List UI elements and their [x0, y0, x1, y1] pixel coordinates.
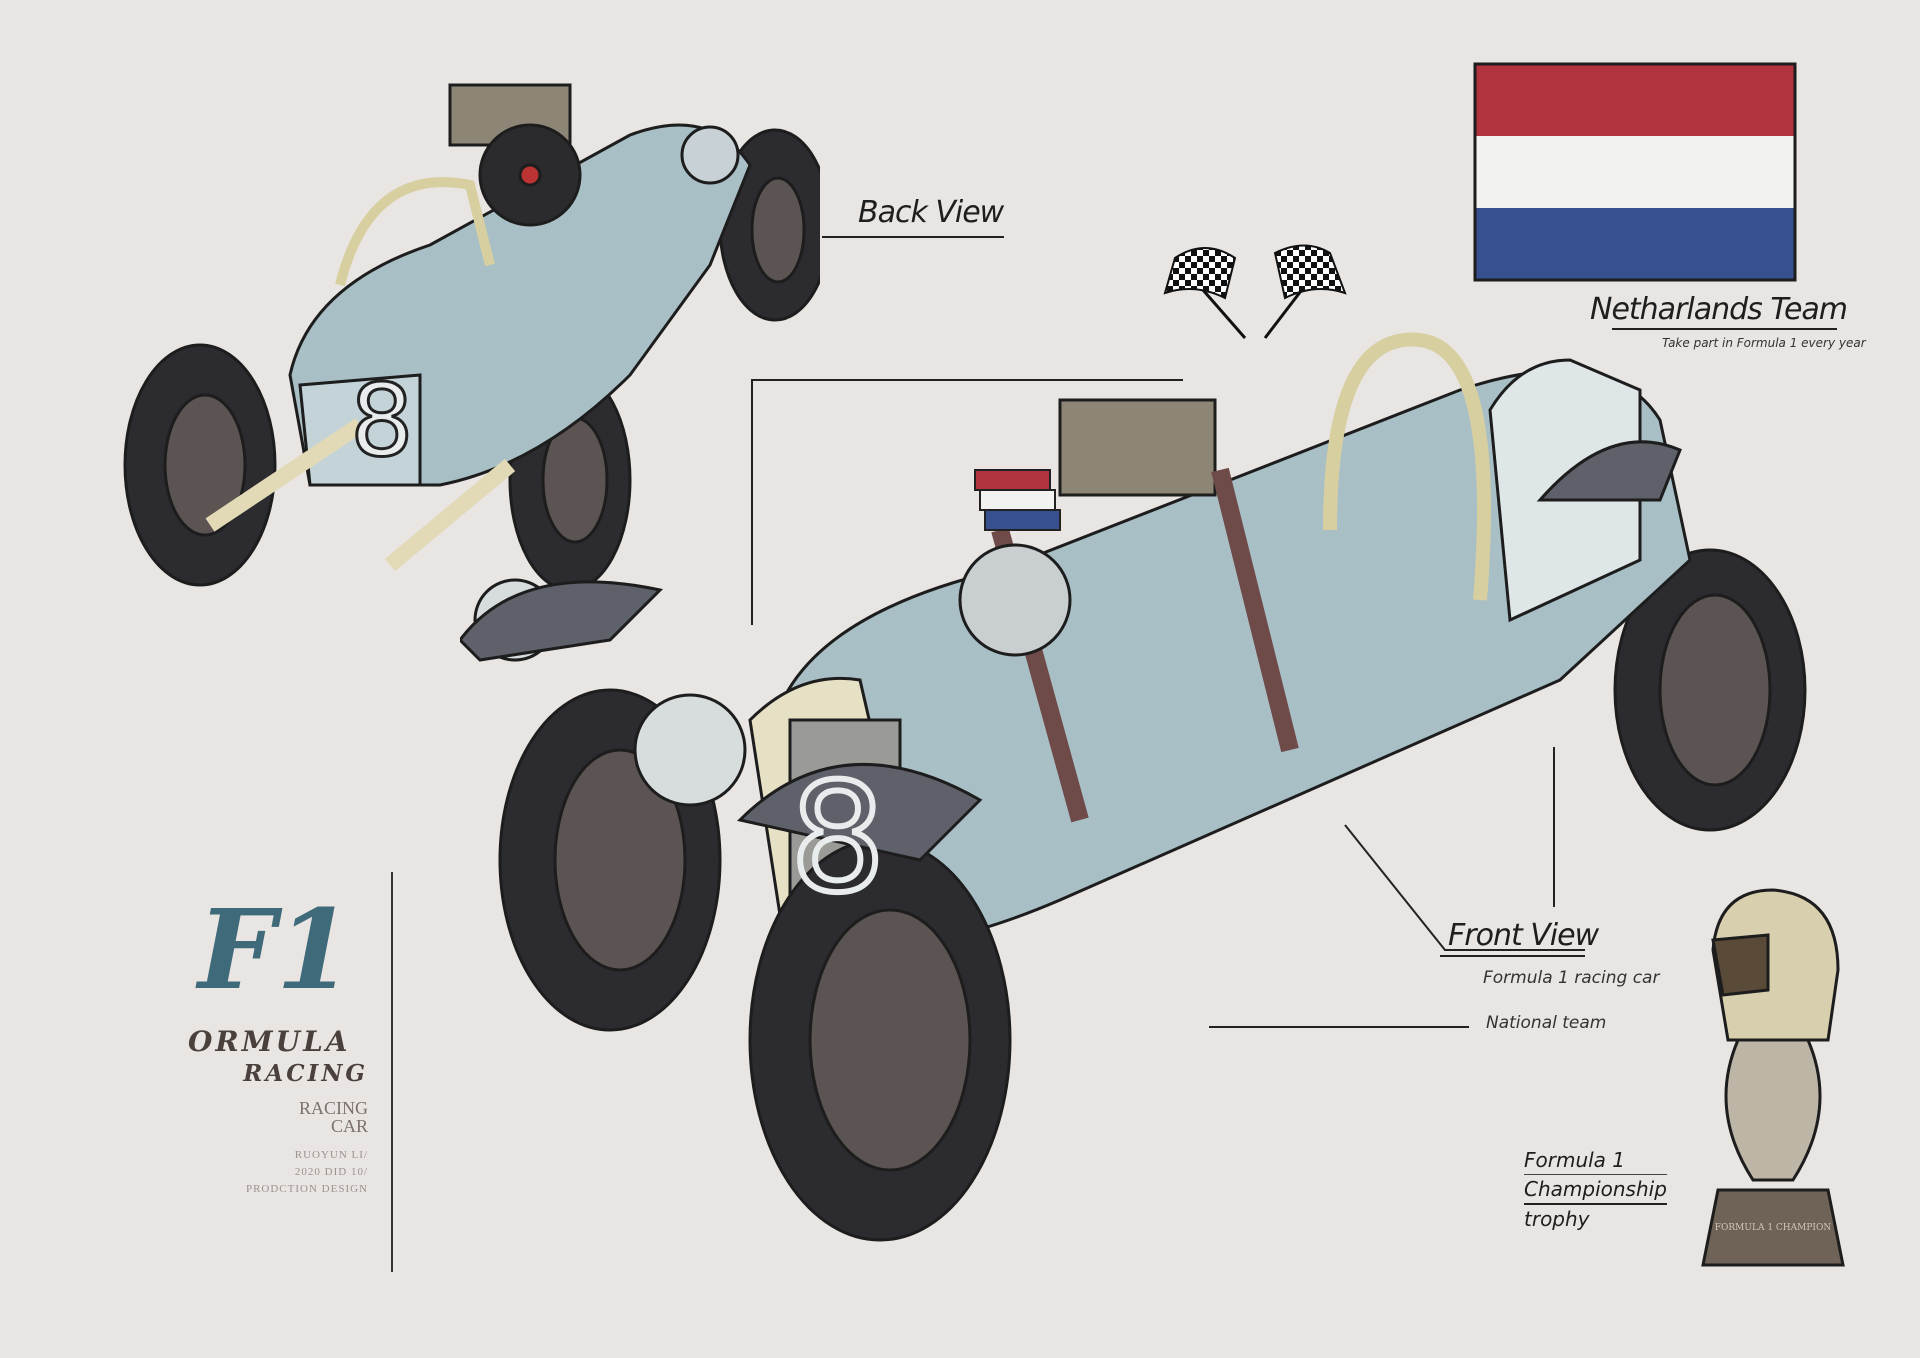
back-view-car-illustration: 8 — [123, 83, 820, 592]
divider — [391, 872, 393, 1272]
credit-year: 2020 DID 10/ — [294, 1166, 368, 1178]
front-view-car-illustration: 8 — [460, 332, 1807, 1242]
leader-line — [751, 379, 1183, 381]
divider — [1612, 328, 1837, 330]
car-flag — [974, 469, 1061, 531]
trophy-illustration: FORMULA 1 CHAMPION — [1701, 888, 1845, 1267]
front-note-national-team: National team — [1486, 1013, 1607, 1033]
f1-logo-mark: F1 — [198, 885, 353, 1014]
divider — [822, 236, 1004, 238]
logo-word-racing: RACING — [243, 1060, 368, 1087]
subtitle-racing: RACING — [298, 1098, 368, 1118]
subtitle-car: CAR — [330, 1116, 368, 1136]
netherlands-flag — [1473, 62, 1797, 282]
car-number: 8 — [790, 752, 885, 926]
car-number: 8 — [350, 362, 414, 479]
front-view-label: Front View — [1448, 918, 1599, 953]
leader-line — [1344, 824, 1585, 951]
back-view-label: Back View — [858, 195, 1004, 230]
trophy-label-line3: trophy — [1524, 1207, 1590, 1231]
team-note: Take part in Formula 1 every year — [1662, 336, 1866, 350]
leader-line — [1209, 1026, 1469, 1028]
trophy-label-line2: Championship — [1524, 1174, 1667, 1205]
leader-line — [1553, 747, 1555, 907]
trophy-label: Formula 1 Championship trophy — [1524, 1146, 1667, 1233]
front-note-racing-car: Formula 1 racing car — [1483, 968, 1660, 988]
logo-block: F1 ORMULA RACING RACING CAR RUOYUN LI/ 2… — [188, 875, 368, 1198]
logo-word-ormula: ORMULA — [188, 1025, 351, 1058]
team-title: Netharlands Team — [1590, 292, 1848, 327]
checkered-flags-icon — [1163, 244, 1347, 339]
leader-line — [751, 379, 753, 625]
trophy-label-line1: Formula 1 — [1524, 1148, 1626, 1172]
credit-author: RUOYUN LI/ — [294, 1149, 368, 1161]
divider — [1440, 955, 1585, 957]
trophy-plaque: FORMULA 1 CHAMPION — [1715, 1223, 1832, 1233]
credit-course: PRODCTION DESIGN — [245, 1183, 368, 1195]
